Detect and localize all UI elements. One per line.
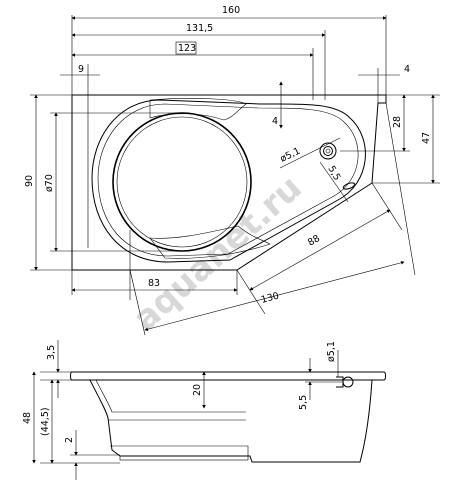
drain-icon bbox=[319, 142, 337, 160]
dim-d5-1-side: ø5,1 bbox=[326, 341, 337, 362]
dim-4-top: 4 bbox=[404, 64, 410, 75]
dim-20: 20 bbox=[192, 384, 203, 396]
overflow-icon bbox=[342, 376, 354, 388]
tub-body bbox=[89, 379, 373, 463]
dim-2: 2 bbox=[64, 437, 75, 443]
dim-44-5: (44,5) bbox=[40, 407, 51, 436]
dim-88: 88 bbox=[306, 233, 322, 249]
bowl-circle bbox=[112, 112, 252, 252]
dim-28: 28 bbox=[392, 116, 403, 128]
dim-5-5-plan: 5,5 bbox=[325, 164, 342, 183]
dim-130: 130 bbox=[260, 291, 280, 306]
tub-rim bbox=[70, 371, 386, 381]
dim-3-5: 3,5 bbox=[46, 345, 57, 360]
watermark: aquanet.ru bbox=[126, 168, 310, 339]
dim-48: 48 bbox=[22, 412, 33, 424]
tub-outline bbox=[71, 94, 387, 271]
dim-4-depth: 4 bbox=[272, 116, 278, 127]
dim-83: 83 bbox=[148, 278, 160, 289]
dim-5-5-side: 5,5 bbox=[298, 395, 309, 410]
dim-d5-1: ø5,1 bbox=[278, 146, 302, 165]
side-view: 3,5 48 (44,5) 2 20 5,5 ø5,1 bbox=[22, 340, 386, 480]
dim-90: 90 bbox=[24, 175, 35, 187]
dim-160: 160 bbox=[222, 5, 240, 16]
overflow-slot bbox=[342, 182, 356, 190]
svg-text:aquanet.ru: aquanet.ru bbox=[126, 168, 310, 339]
dim-131-5: 131,5 bbox=[186, 23, 213, 34]
dim-47: 47 bbox=[421, 132, 432, 144]
plan-view: 160 131,5 123 9 4 4 28 47 90 ø70 bbox=[24, 5, 440, 336]
dim-123: 123 bbox=[178, 43, 196, 54]
dim-d70: ø70 bbox=[44, 174, 55, 192]
dim-9: 9 bbox=[78, 64, 84, 75]
